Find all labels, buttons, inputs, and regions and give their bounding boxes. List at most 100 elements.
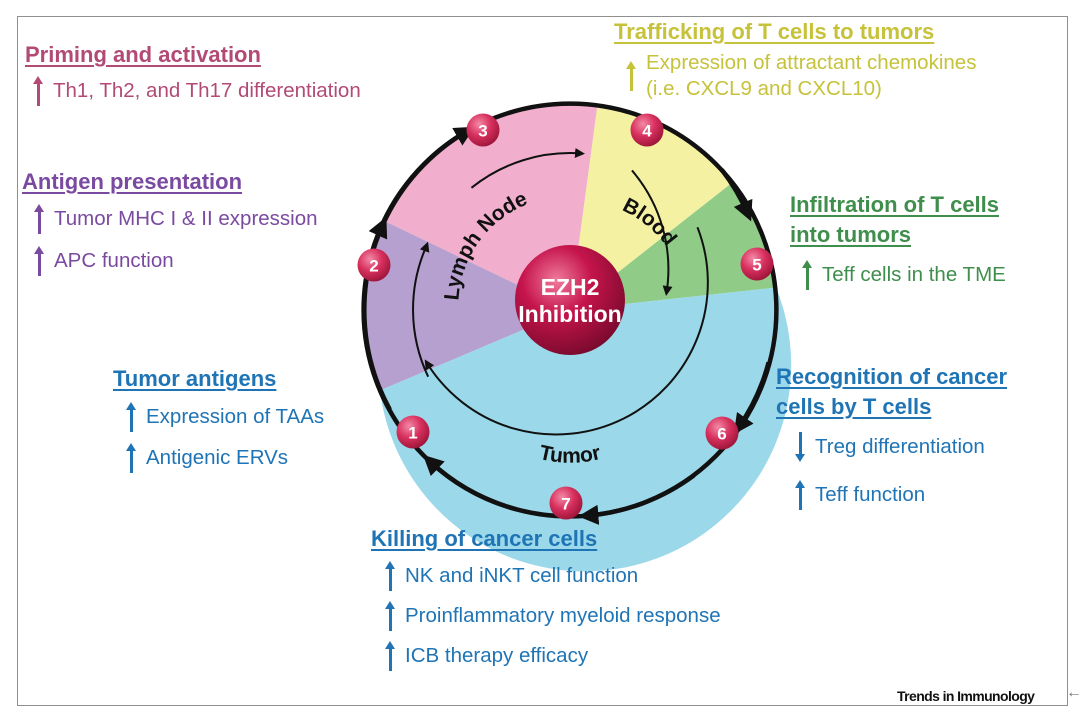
back-arrow-icon: ← [1066,684,1080,701]
effect-text: Proinflammatory myeloid response [405,603,721,629]
effect-item: Th1, Th2, and Th17 differentiation [33,76,361,106]
effect-text-line: Proinflammatory myeloid response [405,604,721,627]
section-title: Infiltration of T cells into tumors [790,190,999,250]
effect-item: Treg differentiation [795,432,985,462]
section-title-line: into tumors [790,222,911,247]
section-title: Killing of cancer cells [371,524,597,554]
step-number: 2 [369,257,378,276]
cycle-arrows [362,126,771,525]
section-title-line: Infiltration of T cells [790,192,1000,217]
step-marker-4: 4 [630,113,664,147]
ezh2-circle [515,245,625,355]
arrow-up-icon [34,246,44,276]
effect-text: Antigenic ERVs [146,445,288,471]
effect-text-line: APC function [54,249,174,272]
effect-text: Treg differentiation [815,434,985,460]
effect-text-line: Expression of attractant chemokines [646,51,977,74]
cycle-arrow [578,473,696,525]
section-title-line: Trafficking of T cells to tumors [614,19,935,44]
step-number: 6 [717,425,726,444]
effect-item: Expression of attractant chemokines (i.e.… [626,50,976,102]
step-markers: 1 2 3 4 5 6 7 [357,113,774,520]
inner-arrow [470,147,585,189]
effect-item: Proinflammatory myeloid response [385,601,721,631]
step-number: 7 [561,495,570,514]
arrow-up-icon [385,561,395,591]
effect-text: Expression of attractant chemokines (i.e.… [646,50,976,102]
effect-text: NK and iNKT cell function [405,563,638,589]
effect-text: Teff cells in the TME [822,262,1006,288]
inner-arrow [424,226,709,436]
effect-item: Expression of TAAs [126,402,324,432]
cycle-arrow [733,361,771,435]
effect-text-line: ICB therapy efficacy [405,644,589,667]
section-title-line: Priming and activation [25,42,261,67]
arrow-up-icon [795,480,805,510]
arrow-up-icon [126,443,136,473]
effect-text-line: Treg differentiation [815,435,985,458]
section-title: Recognition of cancer cells by T cells [776,362,1007,422]
inner-arrow [412,245,430,378]
effect-text-line: Teff function [815,483,926,506]
step-number: 3 [478,122,487,141]
inner-flow-arrows [412,147,709,436]
step-marker-1: 1 [396,415,430,449]
center-line-1: EZH2 [541,274,600,300]
effect-text: Th1, Th2, and Th17 differentiation [53,78,361,104]
effect-text-line: Tumor MHC I & II expression [54,207,318,230]
arrow-up-icon [802,260,812,290]
effect-text: Tumor MHC I & II expression [54,206,318,232]
effect-text: ICB therapy efficacy [405,643,588,669]
step-number: 1 [408,424,417,443]
arrow-up-icon [126,402,136,432]
section-title: Priming and activation [25,40,261,70]
effect-item: NK and iNKT cell function [385,561,638,591]
cycle-arrow [362,216,392,411]
arrow-up-icon [34,204,44,234]
section-title: Antigen presentation [22,167,242,197]
sector-blood-yellow [570,105,732,310]
journal-logo: Trends in Immunology [897,688,1035,704]
cycle-arrow [423,454,518,512]
effect-item: Teff cells in the TME [802,260,1006,290]
sector-antigen-purple [363,220,570,391]
effect-item: Tumor MHC I & II expression [34,204,318,234]
step-marker-7: 7 [549,486,583,520]
arrow-up-icon [33,76,43,106]
center-line-2: Inhibition [518,301,621,327]
effect-text: Teff function [815,482,925,508]
section-title-line: Killing of cancer cells [371,526,598,551]
arrow-up-icon [385,601,395,631]
step-marker-6: 6 [705,416,739,450]
step-marker-2: 2 [357,248,391,282]
step-marker-3: 3 [466,113,500,147]
section-title: Tumor antigens [113,364,276,394]
effect-text-line: Th1, Th2, and Th17 differentiation [53,79,361,102]
step-number: 5 [752,256,761,275]
effect-item: Teff function [795,480,925,510]
arrow-down-icon [795,432,805,462]
center-node: EZH2 Inhibition [515,245,625,355]
effect-text-line: Antigenic ERVs [146,446,289,469]
effect-text-line: NK and iNKT cell function [405,564,639,587]
effect-text-line: Expression of TAAs [146,405,325,428]
step-marker-5: 5 [740,247,774,281]
effect-text-line: Teff cells in the TME [822,263,1006,286]
tumor-label: Tumor [537,441,602,468]
section-title-line: Antigen presentation [22,169,243,194]
section-title-line: Recognition of cancer [776,364,1008,389]
cycle-arrow [720,168,753,222]
effect-text: APC function [54,248,174,274]
cycle-arrow [380,126,475,226]
section-title-line: Tumor antigens [113,366,277,391]
sector-infiltration-green [570,182,777,310]
step-number: 4 [642,122,652,141]
section-title-line: cells by T cells [776,394,932,419]
inner-arrow [631,169,673,296]
arrow-up-icon [626,61,636,91]
effect-text-line: (i.e. CXCL9 and CXCL10) [646,77,882,100]
arrow-up-icon [385,641,395,671]
effect-text: Expression of TAAs [146,404,324,430]
section-title: Trafficking of T cells to tumors [614,17,934,47]
